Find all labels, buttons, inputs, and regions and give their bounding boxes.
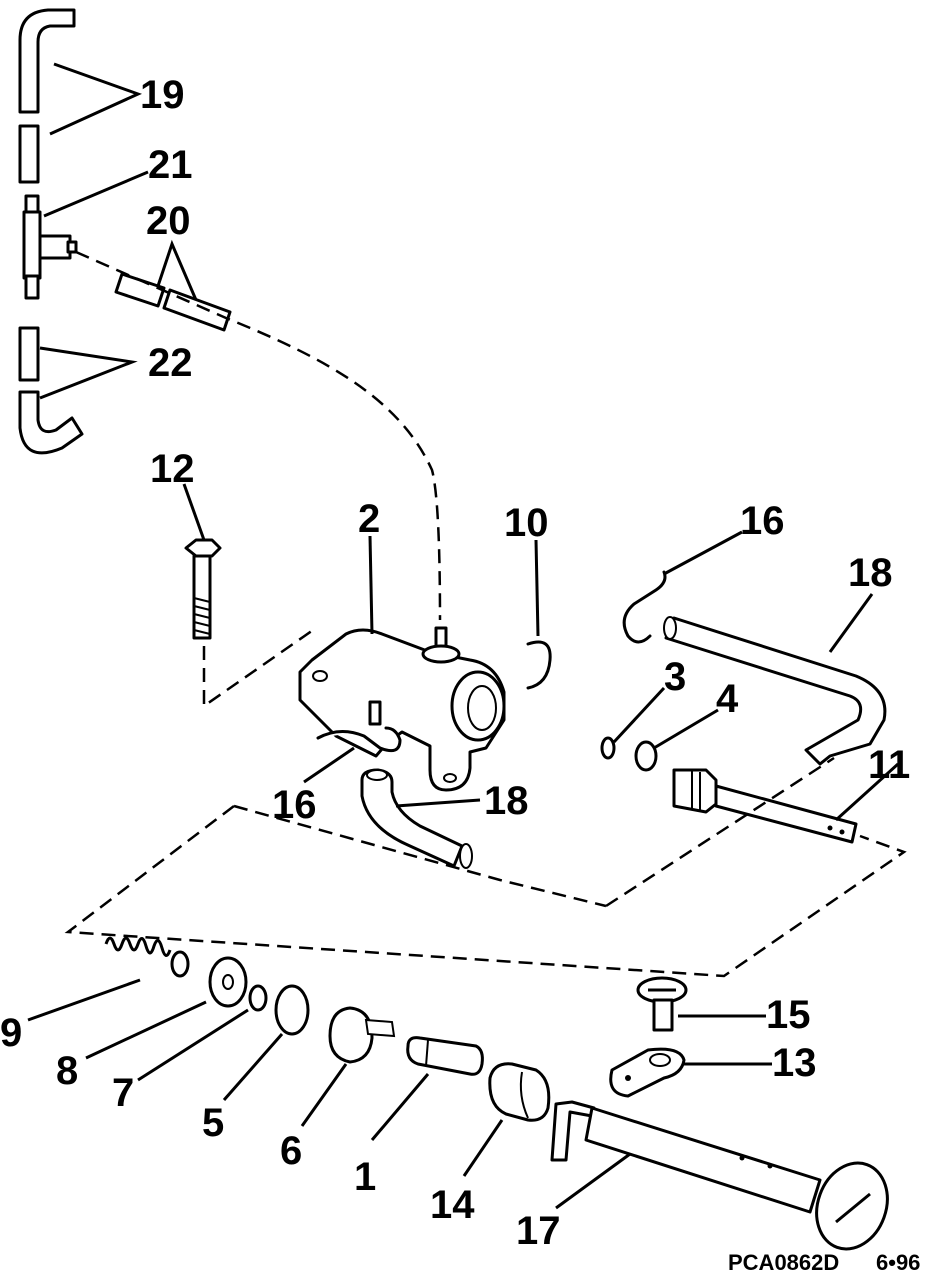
- tee-fitting-21: [22, 194, 78, 300]
- callout-1: 1: [354, 1155, 376, 1199]
- callout-10: 10: [504, 501, 549, 545]
- callout-20: 20: [146, 199, 191, 243]
- callout-5: 5: [202, 1101, 224, 1145]
- ball-7: [248, 984, 268, 1012]
- assembly-boundary-line-2: [233, 804, 607, 908]
- callout-18-lower: 18: [484, 779, 529, 823]
- plunger-1: [406, 1036, 484, 1076]
- washer-8: [208, 956, 248, 1008]
- o-ring-5: [274, 984, 310, 1036]
- callout-16-lower: 16: [272, 783, 317, 827]
- hose-routing-line: [75, 250, 442, 621]
- hose-20: [114, 272, 232, 332]
- bolt-12: [184, 538, 222, 640]
- hose-18-lower: [360, 768, 473, 869]
- callout-16-upper: 16: [740, 499, 785, 543]
- callout-15: 15: [766, 993, 811, 1037]
- callout-labels: 19 21 20 22 12 2 10 16 18 3 4 11 16 18 9…: [0, 73, 910, 1253]
- hose-22: [18, 326, 84, 455]
- callout-2: 2: [358, 497, 380, 541]
- callout-8: 8: [56, 1049, 78, 1093]
- figure-date: 6•96: [876, 1250, 920, 1275]
- callout-4: 4: [716, 677, 739, 721]
- rod-17: [550, 1100, 889, 1251]
- hose-18-upper: [663, 616, 887, 766]
- callout-6: 6: [280, 1129, 302, 1173]
- callout-21: 21: [148, 143, 193, 187]
- callout-13: 13: [772, 1041, 817, 1085]
- link-13: [609, 1047, 686, 1098]
- o-ring-4: [634, 740, 658, 772]
- housing-2: [298, 626, 506, 792]
- figure-code: PCA0862D: [728, 1250, 839, 1275]
- clip-16-upper: [622, 570, 667, 644]
- callout-7: 7: [112, 1071, 134, 1115]
- clip-10: [526, 640, 552, 690]
- callout-18-upper: 18: [848, 551, 893, 595]
- assembly-boundary-line: [64, 756, 907, 978]
- callout-17: 17: [516, 1209, 561, 1253]
- callout-22: 22: [148, 341, 193, 385]
- callout-11: 11: [868, 743, 910, 787]
- screw-15: [636, 976, 688, 1032]
- shaft-11: [672, 768, 858, 844]
- leader-lines: [27, 62, 900, 1210]
- o-ring-3: [600, 736, 616, 760]
- callout-9: 9: [0, 1011, 22, 1055]
- hose-19: [18, 8, 76, 184]
- callout-3: 3: [664, 655, 686, 699]
- cam-6: [328, 1006, 396, 1064]
- callout-19: 19: [140, 73, 185, 117]
- spring-9: [104, 936, 190, 978]
- clip-16-lower: [316, 726, 402, 753]
- callout-12: 12: [150, 447, 195, 491]
- nut-14: [488, 1062, 551, 1122]
- callout-14: 14: [430, 1183, 475, 1227]
